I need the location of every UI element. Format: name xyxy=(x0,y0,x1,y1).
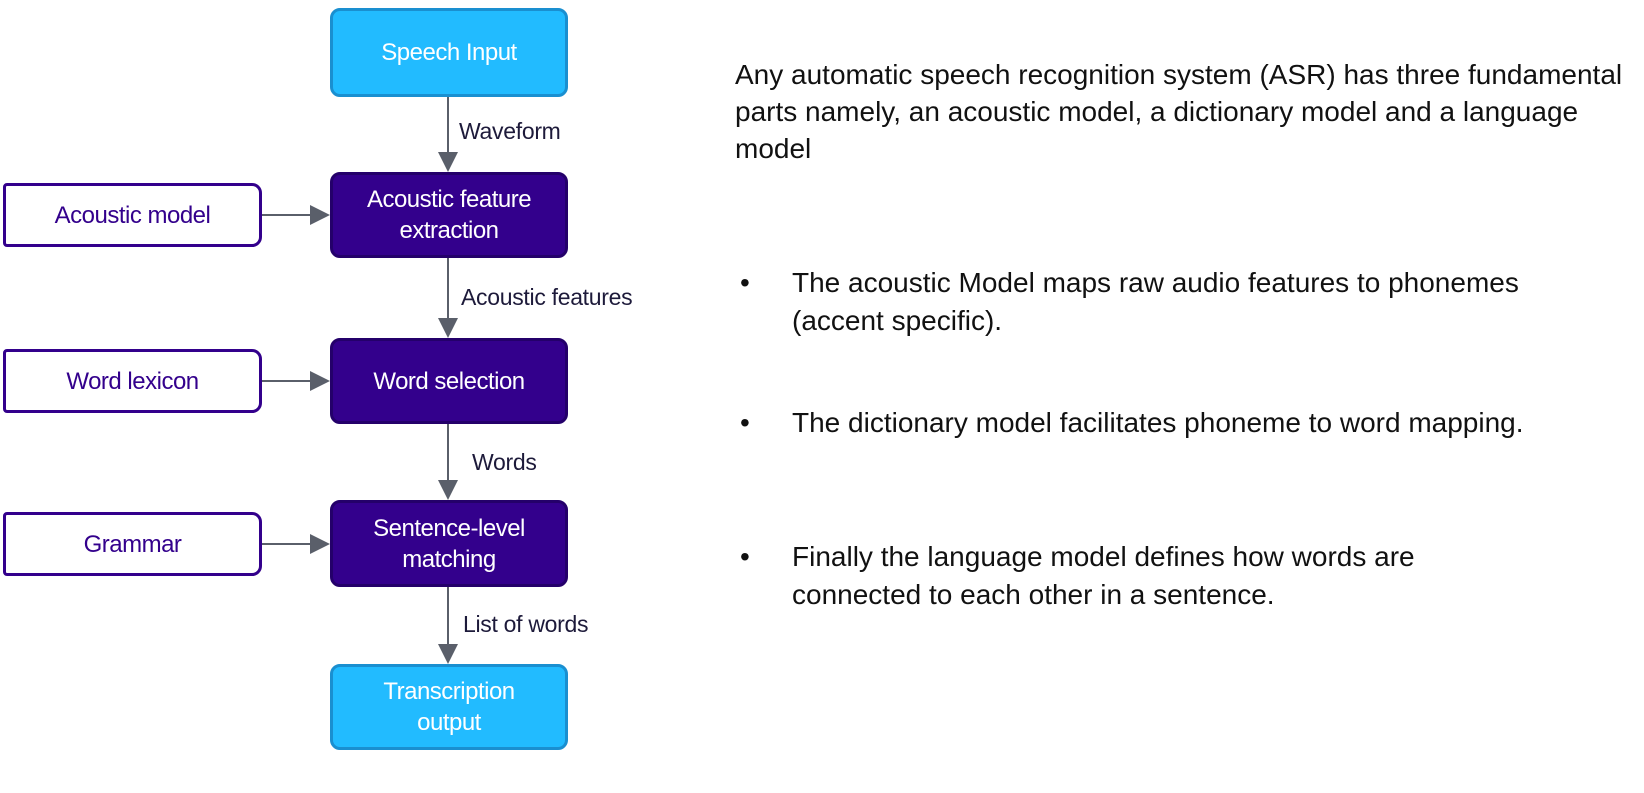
bullet-text: Finally the language model defines how w… xyxy=(792,541,1415,610)
bullet-icon: • xyxy=(740,541,750,572)
bullet-icon: • xyxy=(740,407,750,438)
node-sentence-matching: Sentence-level matching xyxy=(330,500,568,587)
node-word-lexicon: Word lexicon xyxy=(3,349,262,413)
bullet-text: The dictionary model facilitates phoneme… xyxy=(792,407,1524,438)
intro-paragraph: Any automatic speech recognition system … xyxy=(735,59,1623,164)
bullet-icon: • xyxy=(740,267,750,298)
node-grammar: Grammar xyxy=(3,512,262,576)
edge-label-waveform: Waveform xyxy=(459,118,561,144)
bullet-text: The acoustic Model maps raw audio featur… xyxy=(792,267,1519,336)
node-transcription: Transcription output xyxy=(330,664,568,750)
node-speech-input: Speech Input xyxy=(330,8,568,97)
edge-label-acoustic-features: Acoustic features xyxy=(461,284,633,310)
node-word-selection: Word selection xyxy=(330,338,568,424)
edge-label-list-of-words: List of words xyxy=(463,611,589,637)
edge-label-words: Words xyxy=(472,449,537,475)
node-acoustic-model: Acoustic model xyxy=(3,183,262,247)
node-feature-extraction: Acoustic feature extraction xyxy=(330,172,568,258)
